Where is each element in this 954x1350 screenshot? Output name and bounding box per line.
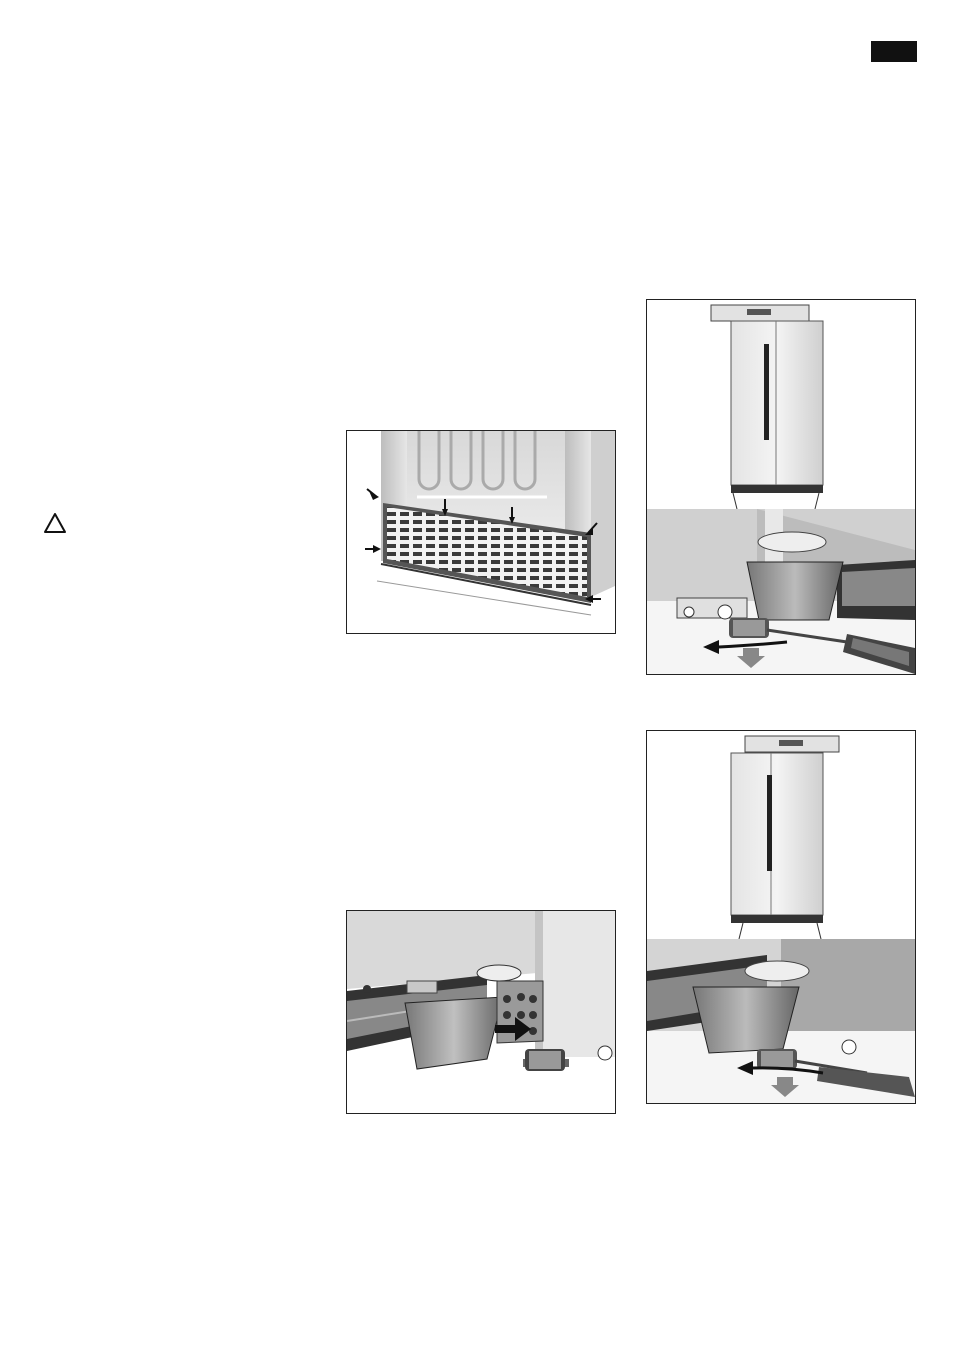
skirt-attach-illustration — [347, 911, 615, 1113]
grille-illustration — [347, 431, 615, 633]
level-adjust-illustration-2 — [647, 731, 915, 1103]
figure-skirt-attach — [346, 910, 616, 1114]
figure-ventilation-grille — [346, 430, 616, 634]
warning-triangle-icon — [43, 512, 67, 534]
language-tab — [871, 41, 917, 62]
figure-level-adjust-2 — [646, 730, 916, 1104]
level-adjust-illustration — [647, 300, 915, 674]
figure-level-adjust-1 — [646, 299, 916, 675]
